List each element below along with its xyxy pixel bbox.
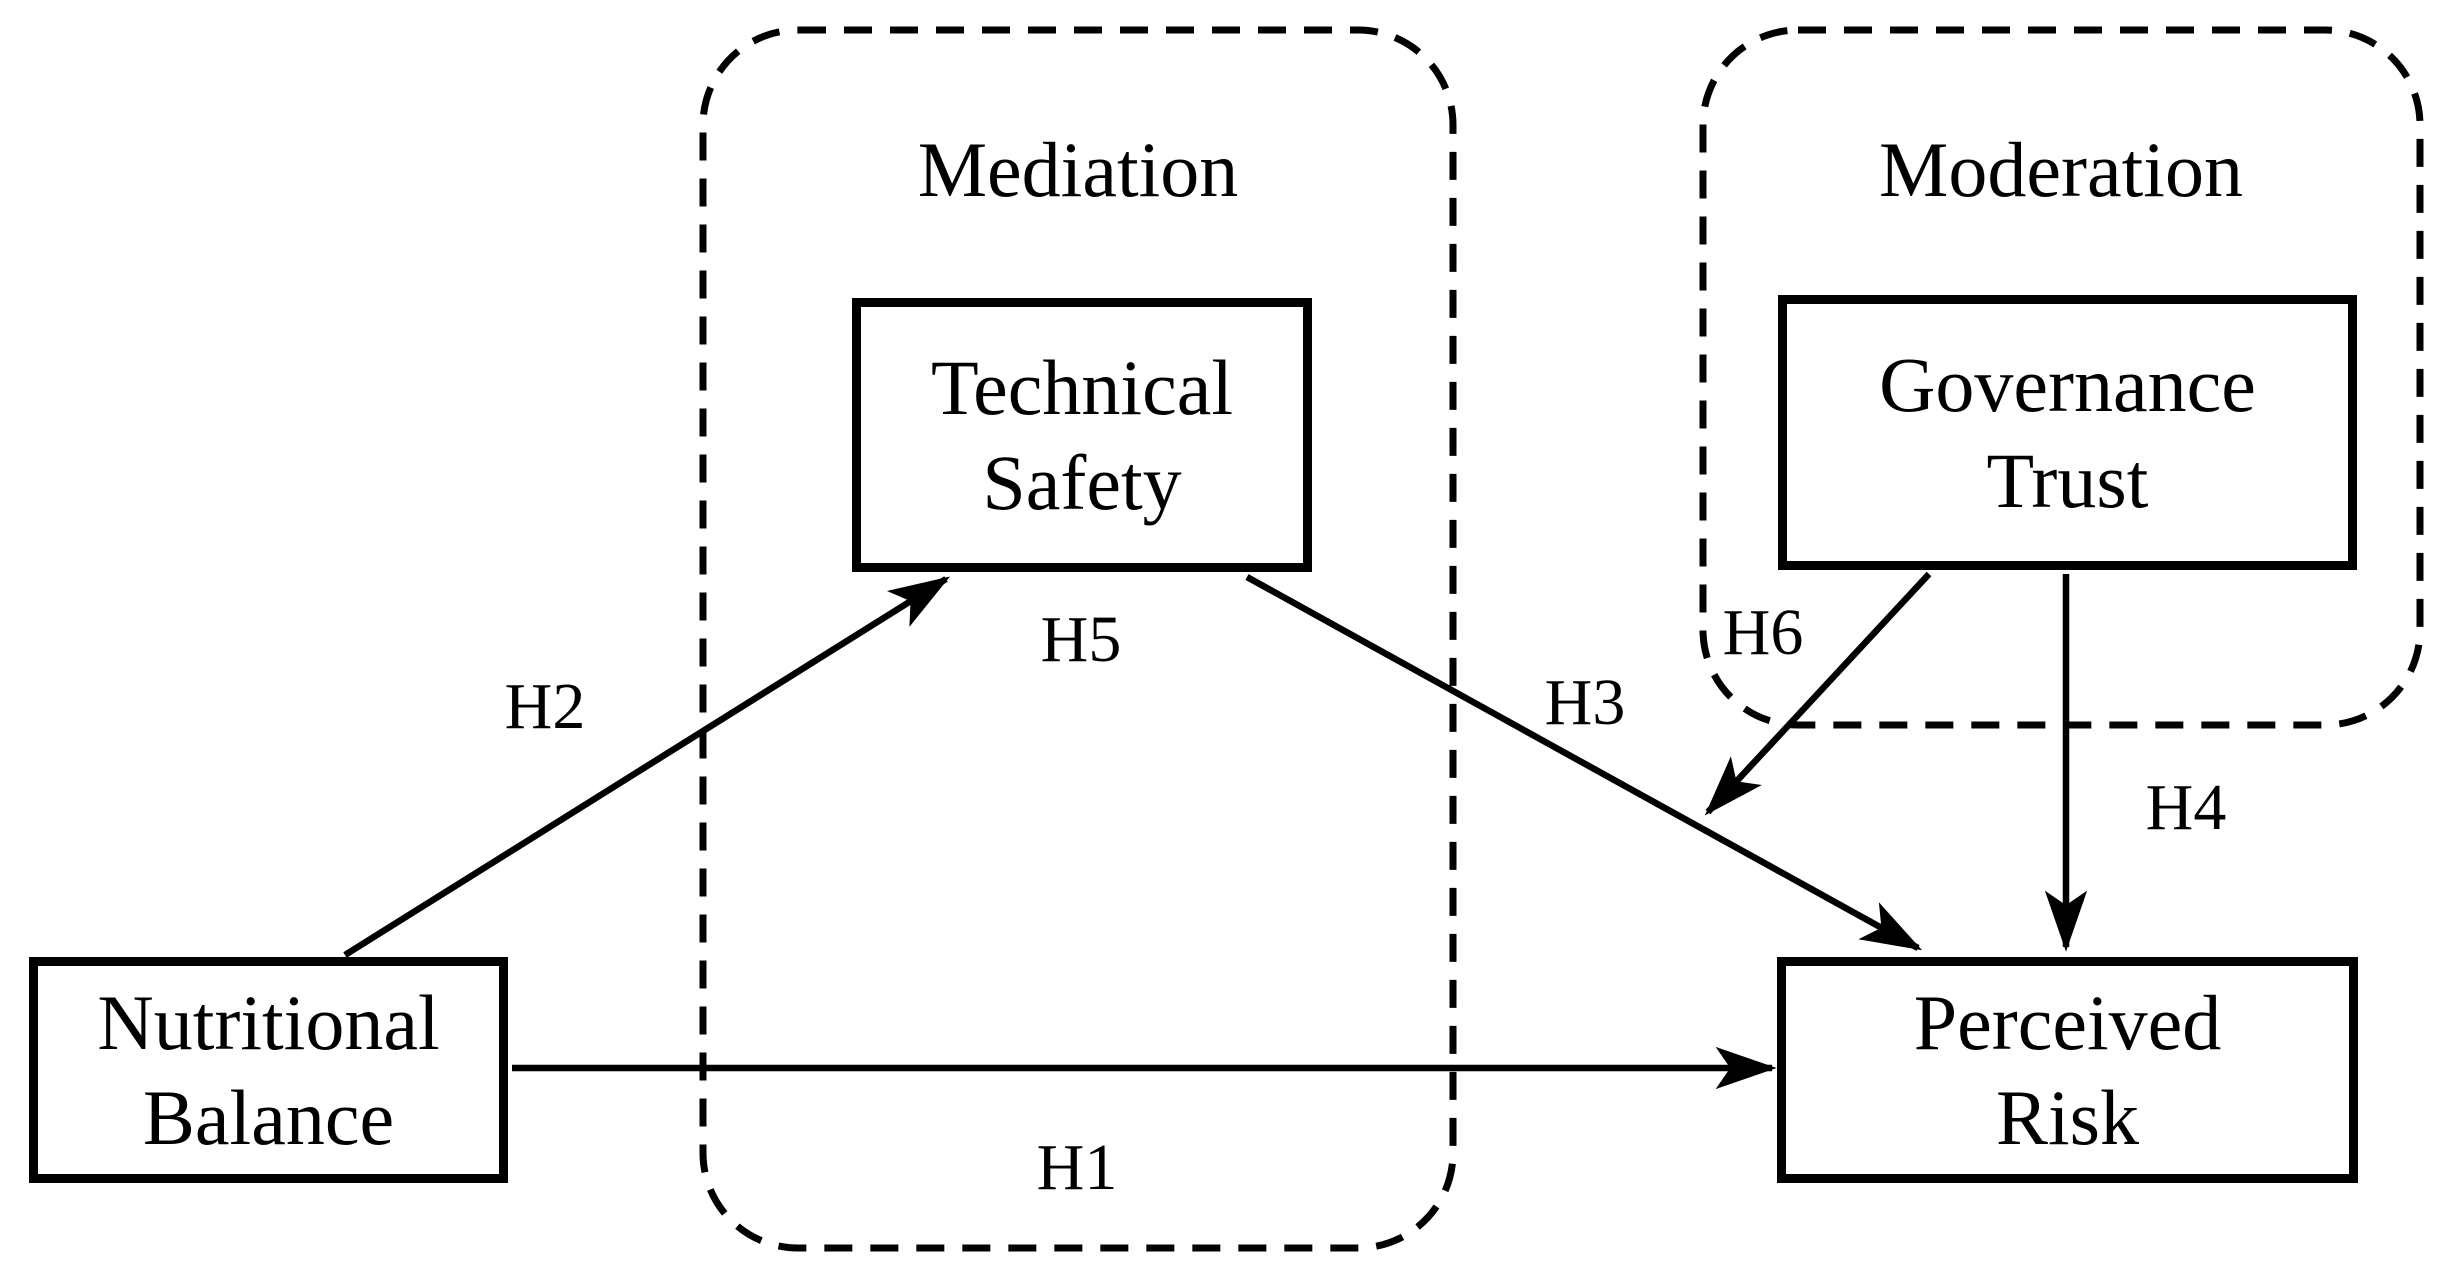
- h6-label: H6: [1722, 596, 1804, 669]
- h5-label: H5: [1040, 603, 1122, 676]
- perceived-risk-box: Perceived Risk: [1777, 957, 2358, 1183]
- moderation-region-frame: [1699, 26, 2424, 729]
- nutritional-balance-label: Nutritional Balance: [97, 978, 440, 1161]
- mediation-region-title: Mediation: [917, 126, 1239, 213]
- moderation-region-title: Moderation: [1879, 126, 2243, 213]
- perceived-risk-label: Perceived Risk: [1913, 978, 2222, 1161]
- h3-arrow: [1245, 574, 1923, 951]
- h1-label: H1: [1036, 1131, 1118, 1204]
- governance-trust-label: Governance Trust: [1879, 341, 2256, 524]
- h3-label: H3: [1544, 666, 1626, 739]
- h2-label: H2: [504, 670, 586, 743]
- h2-arrow: [343, 576, 950, 958]
- nutritional-balance-box: Nutritional Balance: [29, 957, 508, 1183]
- h4-label: H4: [2145, 771, 2227, 844]
- technical-safety-box: Technical Safety: [852, 298, 1312, 572]
- governance-trust-box: Governance Trust: [1778, 295, 2357, 570]
- mediation-region-frame: [699, 26, 1457, 1252]
- technical-safety-label: Technical Safety: [930, 343, 1234, 526]
- h6-arrow: [1704, 571, 1932, 816]
